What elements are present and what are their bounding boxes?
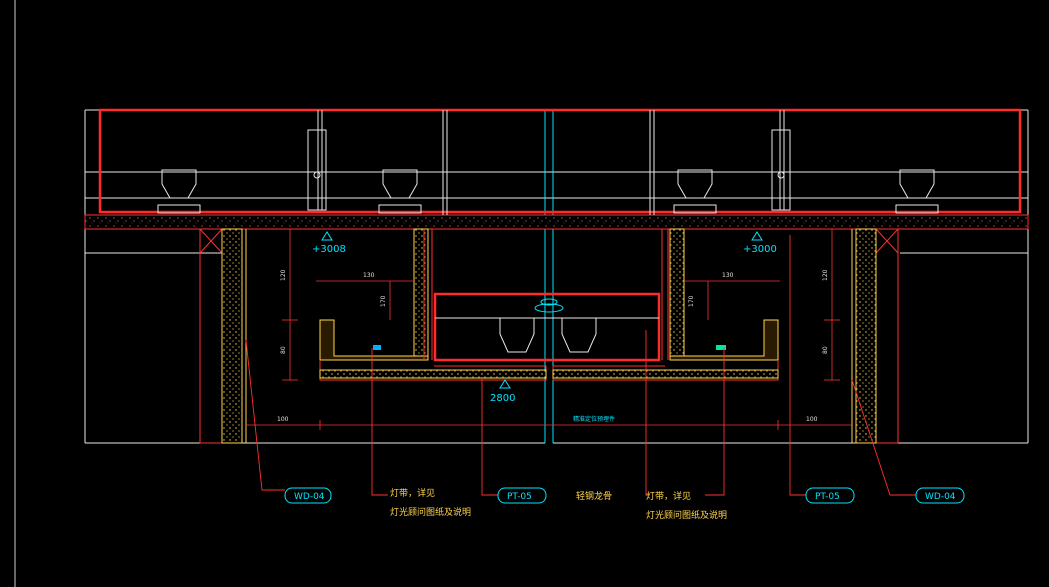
elevation-left: +3008 <box>312 244 346 255</box>
elevation-right: +3000 <box>743 244 777 255</box>
dim-right-h1: 120 <box>822 269 829 281</box>
elevation-markers <box>321 231 763 389</box>
cove-right <box>552 228 779 381</box>
cove-left <box>319 228 547 381</box>
dim-mid-note: 精准定位预埋件 <box>573 415 615 423</box>
center-axis <box>544 110 554 443</box>
dimension-lines <box>246 229 852 430</box>
dim-left-h2: 80 <box>280 346 287 354</box>
dim-left-inner-v: 170 <box>380 295 387 307</box>
tag-wd-left[interactable]: WD-04 <box>284 487 332 504</box>
dim-right-inner-v: 170 <box>688 295 695 307</box>
tag-wd-right-label: WD-04 <box>925 492 956 502</box>
note-right-line2: 灯光顾问图纸及说明 <box>646 509 727 521</box>
dim-right-h2: 80 <box>822 346 829 354</box>
dim-right-inner: 130 <box>722 272 734 279</box>
wall-left <box>199 228 247 444</box>
note-steel: 轻钢龙骨 <box>576 490 612 502</box>
dim-right-bottom: 100 <box>806 416 818 423</box>
hanger-rods <box>307 110 791 215</box>
tag-pt-right-label: PT-05 <box>815 492 840 502</box>
tag-pt-left[interactable]: PT-05 <box>497 487 547 504</box>
leader-lines <box>245 235 916 496</box>
tag-pt-right[interactable]: PT-05 <box>805 487 855 504</box>
upper-clips <box>157 169 939 214</box>
ceiling-slab <box>84 214 1029 230</box>
elevation-center: 2800 <box>490 393 515 404</box>
dim-left-inner: 130 <box>363 272 375 279</box>
note-left-line2: 灯光顾问图纸及说明 <box>390 506 471 518</box>
upper-highlight-frame <box>98 108 1022 214</box>
tag-pt-left-label: PT-05 <box>507 492 532 502</box>
dim-left-bottom: 100 <box>277 416 289 423</box>
center-highlight-frame <box>433 292 661 362</box>
tag-wd-left-label: WD-04 <box>294 492 325 502</box>
wall-right <box>851 228 899 444</box>
dim-left-h1: 120 <box>280 269 287 281</box>
note-right-line1: 灯带，详见 <box>646 490 691 502</box>
center-clips <box>435 298 659 353</box>
tag-wd-right[interactable]: WD-04 <box>915 487 965 504</box>
note-left-line1: 灯带，详见 <box>390 487 435 499</box>
